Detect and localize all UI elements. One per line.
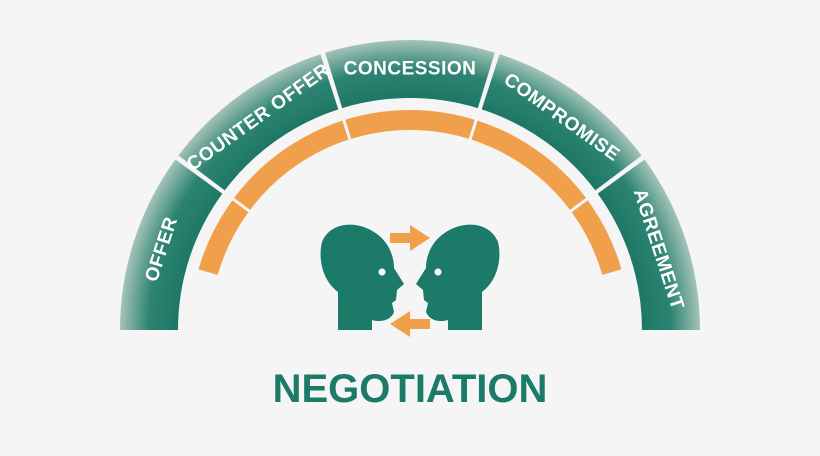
segment-5 [597,159,700,330]
eye-left [378,268,386,276]
segment-3 [325,40,495,109]
arrow-right-icon [390,225,430,251]
inner-ring-gaps [229,116,591,215]
ring-gap [341,116,353,143]
ring-gap [567,196,591,215]
head-profile-left-icon [320,224,404,330]
ring-gap [467,116,479,143]
segment-label: CONCESSION [344,59,477,80]
segment-4 [481,54,642,191]
segment-2 [178,54,339,191]
arrow-left-icon [390,311,430,337]
eye-right [434,268,442,276]
segment-1 [120,159,223,330]
inner-ring [198,110,622,275]
head-profile-right-icon [416,224,500,330]
diagram-title: NEGOTIATION [273,367,548,411]
ring-gap [229,196,253,215]
